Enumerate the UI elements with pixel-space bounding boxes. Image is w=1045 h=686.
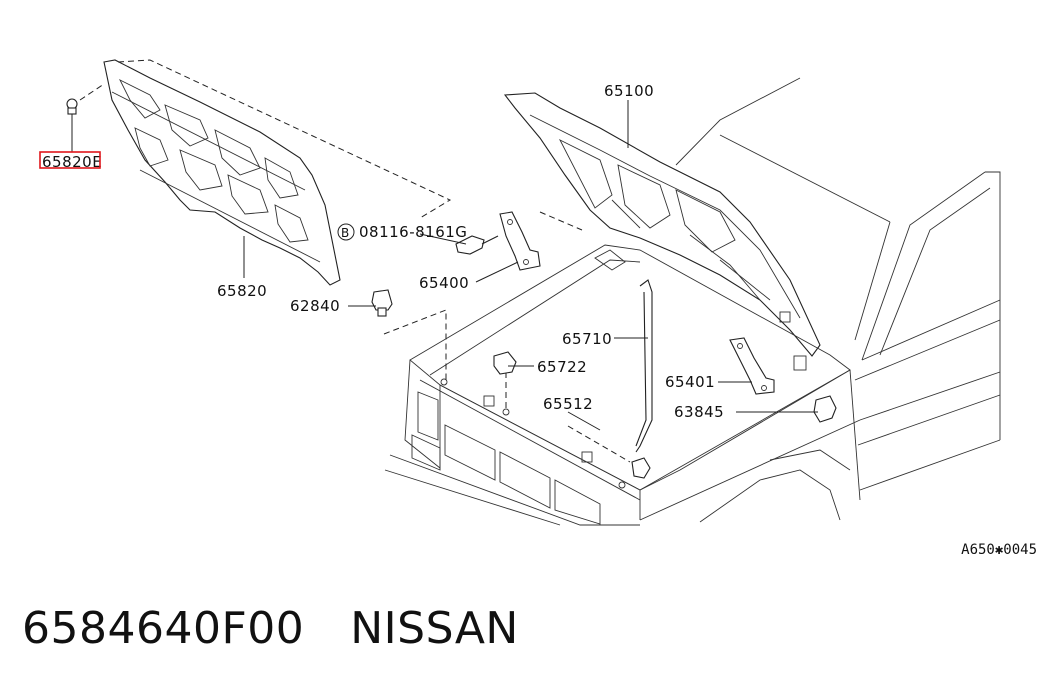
front-body <box>384 244 861 526</box>
label-bolt: 08116-8161G <box>359 223 467 241</box>
bracket <box>813 395 837 423</box>
label-bumper: 62840 <box>290 297 340 315</box>
hood-stay <box>635 279 653 453</box>
label-stay-clip: 65722 <box>537 358 587 376</box>
parts-diagram: 65100 65820 65820E B 08116-8161G 65400 6… <box>39 59 1001 526</box>
bolt-callout: B <box>337 223 355 241</box>
label-stay: 65710 <box>562 330 612 348</box>
label-insulator: 65820 <box>217 282 267 300</box>
highlight-box <box>39 151 101 169</box>
label-grommet: 65512 <box>543 395 593 413</box>
label-bracket: 63845 <box>674 403 724 421</box>
label-hinge-left: 65400 <box>419 274 469 292</box>
hood-hinge-left <box>499 211 541 271</box>
brand-name: NISSAN <box>350 602 519 654</box>
part-footer: 6584640F00 NISSAN <box>22 598 519 658</box>
reference-code: A650✱0045 <box>961 542 1037 558</box>
label-insulator-clip: 65820E <box>42 153 102 171</box>
insulator-clip <box>66 83 105 152</box>
stay-clip <box>493 351 517 375</box>
hood-panel <box>503 92 821 357</box>
bolt <box>455 235 499 255</box>
label-hinge-right: 65401 <box>665 373 715 391</box>
bolt-marker: B <box>341 226 350 240</box>
cab-outline <box>675 77 1001 501</box>
label-hood: 65100 <box>604 82 654 100</box>
hood-hinge-right <box>729 337 775 395</box>
hood-insulator <box>103 59 341 286</box>
hood-bumper <box>371 289 393 317</box>
grommet <box>631 457 651 479</box>
part-number: 6584640F00 <box>22 602 305 654</box>
